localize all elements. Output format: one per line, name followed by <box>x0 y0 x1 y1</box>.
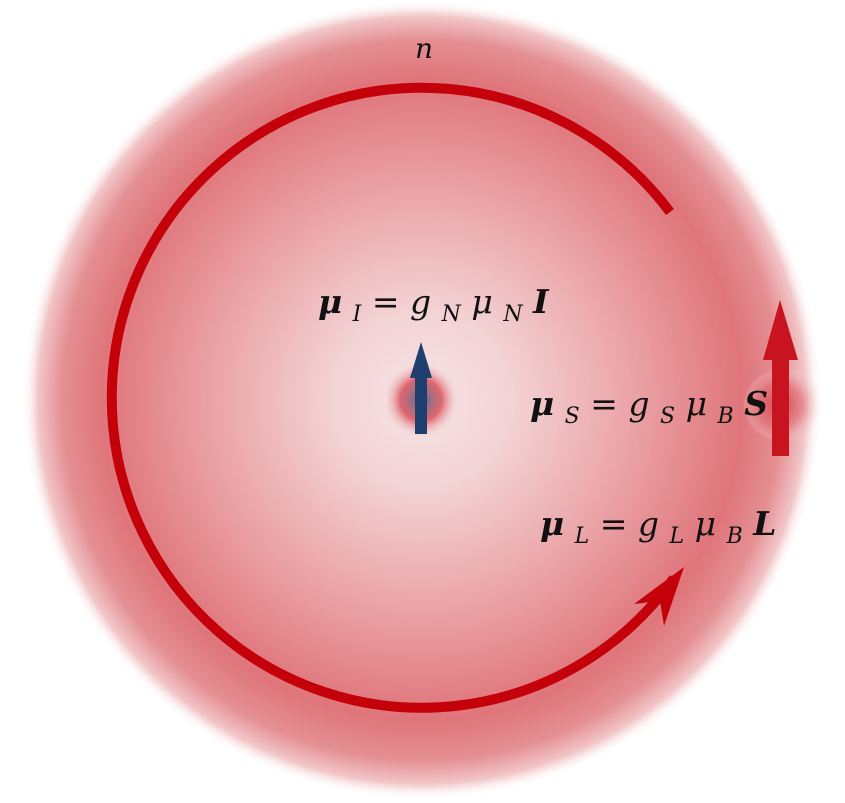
spin-moment-arrow-icon <box>763 300 798 456</box>
spin-moment-label: μ S = g S μ B S <box>530 384 768 431</box>
spin-g-subscript: S <box>660 404 675 429</box>
nuclear-mu2-subscript: N <box>502 302 523 327</box>
orbital-mu2: μ <box>695 504 716 543</box>
spin-mu-subscript: S <box>565 404 580 429</box>
orbital-g: = g <box>600 504 659 543</box>
spin-mu-symbol: μ <box>530 384 554 423</box>
nuclear-g: = g <box>372 282 431 321</box>
spin-g: = g <box>590 384 649 423</box>
orbital-moment-label: μ L = g L μ B L <box>540 504 776 551</box>
spin-mu2: μ <box>686 384 707 423</box>
orbital-g-subscript: L <box>669 524 685 549</box>
orbital-mu2-subscript: B <box>726 524 743 549</box>
orbit-arrowhead-icon <box>634 567 684 626</box>
orbital-mu-symbol: μ <box>540 504 564 543</box>
nuclear-mu2: μ <box>471 282 492 321</box>
nuclear-vector: I <box>532 282 550 321</box>
nuclear-moment-arrow-icon <box>410 342 432 434</box>
nuclear-moment-label: μ I = g N μ N I <box>318 282 550 329</box>
orbit-label: n <box>415 32 433 65</box>
orbital-vector: L <box>752 504 776 543</box>
orbit-arc <box>106 82 679 713</box>
nuclear-g-subscript: N <box>441 302 462 327</box>
spin-vector: S <box>744 384 768 423</box>
nuclear-mu-symbol: μ <box>318 282 342 321</box>
nuclear-mu-subscript: I <box>352 302 363 327</box>
spin-mu2-subscript: B <box>717 404 734 429</box>
orbital-mu-subscript: L <box>574 524 590 549</box>
